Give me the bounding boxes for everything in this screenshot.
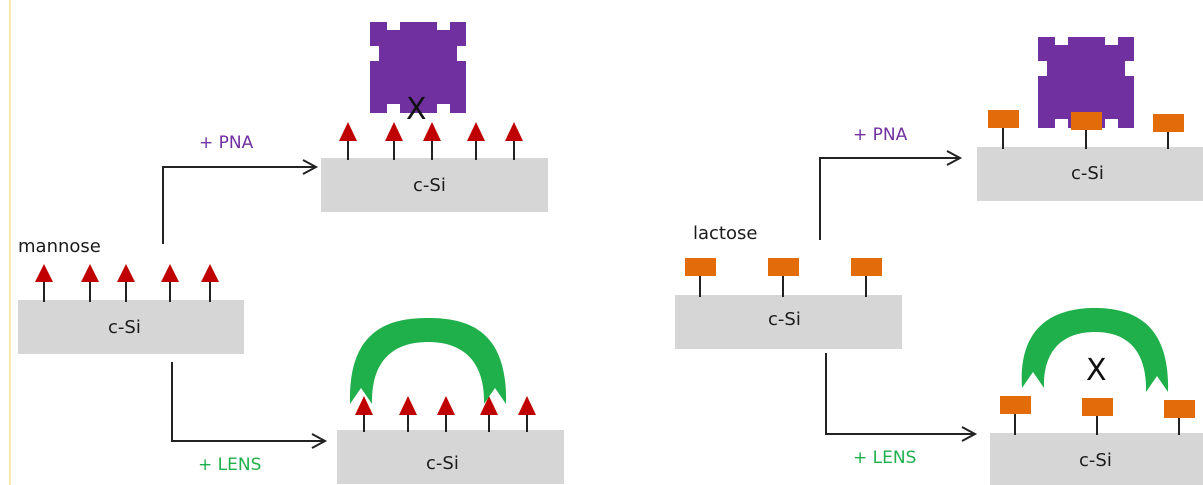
right-top-arrow	[819, 157, 960, 240]
left-start-surface	[18, 300, 244, 354]
lactose-icon	[1164, 400, 1195, 435]
mannose-icon	[35, 264, 53, 302]
right-bottom-sugars	[1000, 396, 1195, 435]
left-top-sugars	[339, 122, 523, 160]
left-bottom-arrowhead	[311, 433, 328, 449]
right-bottom-arrow	[825, 353, 975, 435]
mannose-icon	[423, 122, 441, 160]
sugar-label-lactose: lactose	[693, 223, 758, 244]
mannose-icon	[161, 264, 179, 302]
lens-lectin-icon	[1021, 308, 1169, 392]
mannose-icon	[201, 264, 219, 302]
lactose-icon	[768, 258, 799, 297]
mannose-icon	[518, 396, 536, 432]
pna-lectin-icon	[1038, 37, 1134, 128]
surface-label: c-Si	[768, 309, 801, 330]
mannose-icon	[480, 396, 498, 432]
left-bottom-arrow	[171, 362, 325, 442]
reagent-label-lens: + LENS	[853, 448, 917, 468]
left-bottom-surface	[337, 430, 564, 484]
mannose-icon	[117, 264, 135, 302]
left-start-sugars	[35, 264, 219, 302]
mannose-icon	[81, 264, 99, 302]
lactose-icon	[1071, 112, 1102, 149]
lactose-icon	[1082, 398, 1113, 435]
reagent-label-lens: + LENS	[198, 455, 262, 475]
right-start-sugars	[685, 258, 882, 297]
right-top-sugars	[988, 110, 1184, 149]
sugar-label-mannose: mannose	[18, 236, 101, 257]
lens-lectin-icon	[349, 318, 507, 404]
no-binding-x-icon: X	[1086, 353, 1107, 388]
reagent-label-pna: + PNA	[853, 125, 908, 145]
lactose-icon	[1153, 114, 1184, 149]
mannose-icon	[339, 122, 357, 160]
right-top-arrowhead	[946, 150, 963, 166]
lactose-icon	[988, 110, 1019, 149]
surface-label: c-Si	[426, 453, 459, 474]
mannose-icon	[355, 396, 373, 432]
right-bottom-arrowhead	[961, 426, 978, 442]
lactose-icon	[685, 258, 716, 297]
right-bottom-surface	[990, 433, 1203, 485]
lactose-icon	[851, 258, 882, 297]
mannose-icon	[399, 396, 417, 432]
mannose-icon	[505, 122, 523, 160]
surface-label: c-Si	[108, 317, 141, 338]
lactose-icon	[1000, 396, 1031, 435]
surface-label: c-Si	[1079, 450, 1112, 471]
surface-label: c-Si	[413, 175, 446, 196]
mannose-icon	[467, 122, 485, 160]
left-top-arrow	[162, 166, 316, 244]
right-start-surface	[675, 295, 902, 349]
no-binding-x-icon: X	[406, 92, 427, 127]
surface-label: c-Si	[1071, 163, 1104, 184]
left-top-arrowhead	[302, 159, 319, 175]
left-bottom-sugars	[355, 396, 536, 432]
mannose-icon	[437, 396, 455, 432]
mannose-icon	[385, 122, 403, 160]
left-top-surface	[321, 158, 548, 212]
right-top-surface	[977, 147, 1203, 201]
pna-lectin-icon	[370, 22, 466, 113]
reagent-label-pna: + PNA	[199, 133, 254, 153]
